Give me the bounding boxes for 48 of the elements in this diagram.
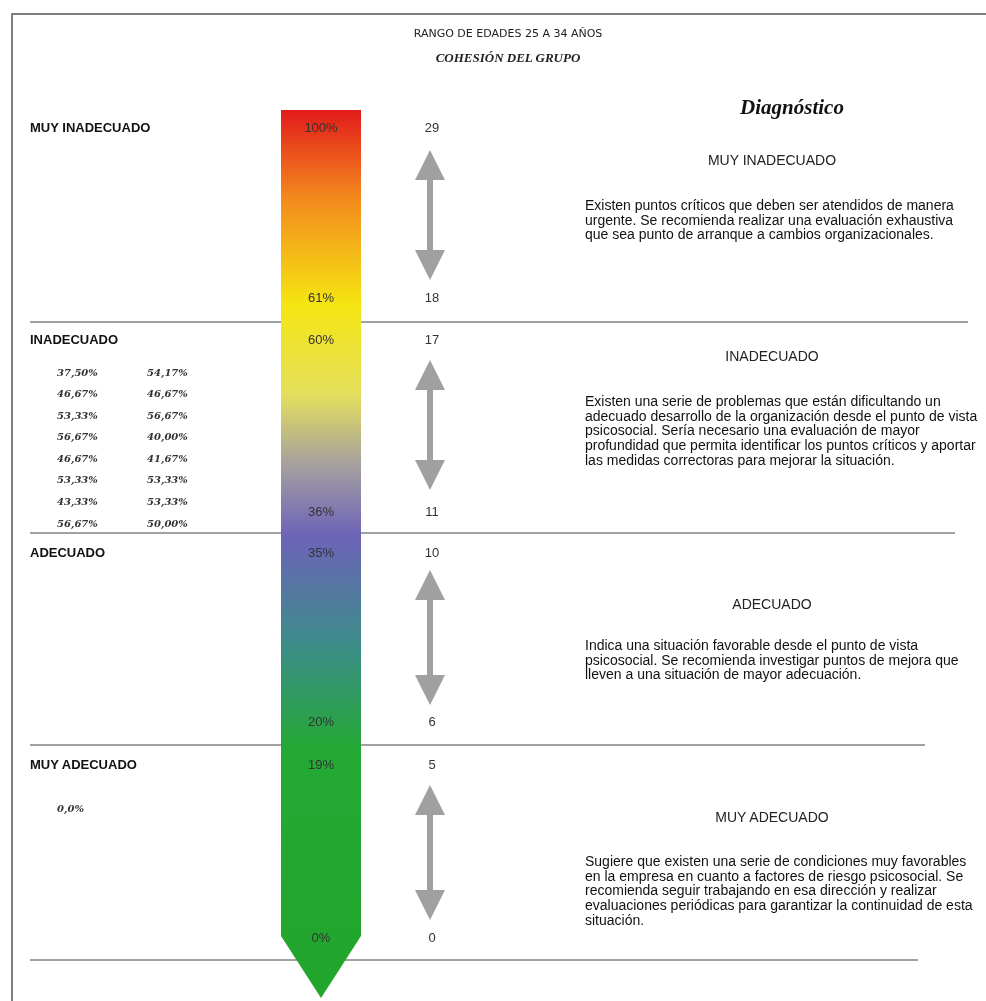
percent-value: 46,67% <box>57 387 98 399</box>
score-value: 17 <box>423 332 441 348</box>
percent-value: 53,33% <box>147 495 188 507</box>
percent-value: 36% <box>307 504 335 520</box>
heading: COHESIÓN DEL GRUPO <box>434 50 582 66</box>
percent-value: 60% <box>307 332 335 348</box>
percent-value: 56,67% <box>57 430 98 442</box>
description-text: Existen puntos críticos que deben ser atendidos de manera urgente. Se recomienda realizar una evaluación exhaustiva que sea punto de arranque a cambios organizacionales. <box>585 197 955 243</box>
description-text: Sugiere que existen una serie de condiciones muy favorables en la empresa en cuanto a factores de riesgo psicosocial. Se recomienda seguir trabajando en esa dirección y realizar evaluaciones periódicas para garantizar la continuidad de esta situación. <box>585 854 974 928</box>
percent-value: 53,33% <box>57 409 98 421</box>
percent-value: 40,00% <box>147 430 188 442</box>
score-value: 29 <box>423 120 441 136</box>
percent-value: 53,33% <box>57 473 98 485</box>
percent-value: 19% <box>307 757 335 773</box>
subtitle-text: RANGO DE EDADES 25 A 34 AÑOS <box>412 27 604 41</box>
score-value: 6 <box>427 714 437 730</box>
score-value: 10 <box>423 545 441 561</box>
percent-value: 56,67% <box>57 517 98 529</box>
category-heading: MUY INADECUADO <box>706 153 838 169</box>
score-value: 0 <box>427 930 437 946</box>
percent-value: 43,33% <box>57 495 98 507</box>
percent-value: 46,67% <box>147 387 188 399</box>
percent-value: 100% <box>303 120 339 136</box>
category-heading: ADECUADO <box>731 597 813 613</box>
category-heading: MUY ADECUADO <box>714 810 830 826</box>
percent-value: 0,0% <box>57 802 84 814</box>
percent-value: 41,67% <box>147 452 188 464</box>
heading: Diagnóstico <box>739 96 845 120</box>
percent-value: 53,33% <box>147 473 188 485</box>
percent-value: 54,17% <box>147 366 188 378</box>
category-label: INADECUADO <box>30 332 119 348</box>
description-text: Indica una situación favorable desde el punto de vista psicosocial. Se recomienda investigar puntos de mejora que lleven a una situación de mayor adecuación. <box>585 637 960 683</box>
category-heading: INADECUADO <box>724 349 820 365</box>
percent-value: 37,50% <box>57 366 98 378</box>
category-label: ADECUADO <box>30 545 106 561</box>
description-text: Existen una serie de problemas que están dificultando un adecuado desarrollo de la organización desde el punto de vista psicosocial. Sería necesario una evaluación de mayor profundidad que permita identificar los puntos críticos y aportar las medidas correctoras para mejorar la situación. <box>585 394 979 468</box>
category-label: MUY ADECUADO <box>30 757 137 773</box>
percent-value: 46,67% <box>57 452 98 464</box>
percent-value: 50,00% <box>147 517 188 529</box>
percent-value: 0% <box>310 930 332 946</box>
percent-value: 20% <box>307 714 335 730</box>
score-value: 11 <box>424 504 440 520</box>
score-value: 5 <box>427 757 437 773</box>
percent-value: 61% <box>307 290 335 306</box>
percent-value: 56,67% <box>147 409 188 421</box>
score-value: 18 <box>423 290 441 306</box>
percent-value: 35% <box>307 545 335 561</box>
category-label: MUY INADECUADO <box>30 120 151 136</box>
